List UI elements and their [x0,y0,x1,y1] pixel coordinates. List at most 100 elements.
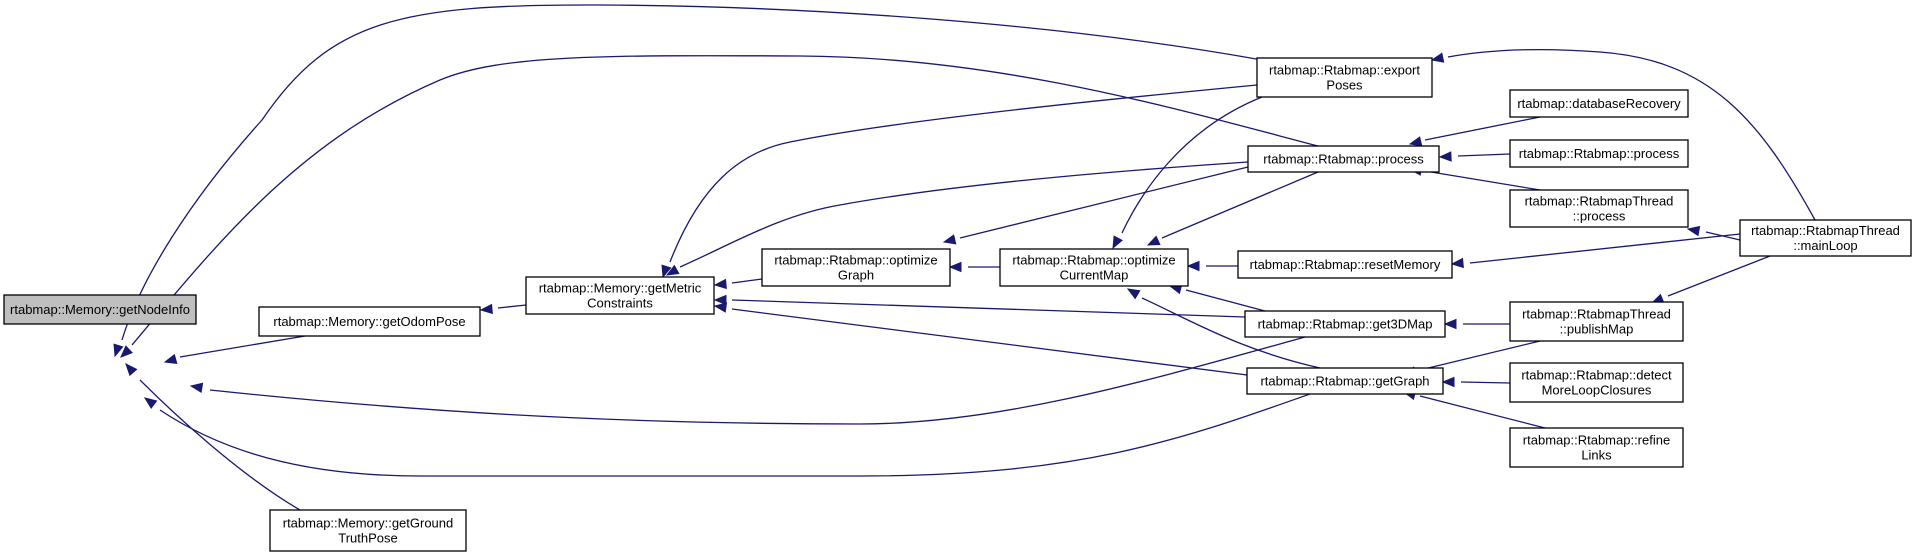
node-box[interactable] [761,248,951,287]
node-box[interactable] [1256,57,1433,98]
node-box[interactable] [1237,250,1453,279]
node-resetMemory[interactable]: rtabmap::Rtabmap::resetMemory [1237,250,1453,279]
edge-arrowhead [661,264,672,279]
edge-arrowhead [1443,318,1457,330]
edge-line [497,304,527,309]
node-mainLoop[interactable]: rtabmap::RtabmapThread::mainLoop [1739,219,1912,257]
node-box[interactable] [1509,362,1684,403]
edge-getGraph-to-getNodeInfo [143,393,1311,477]
node-box[interactable] [258,306,481,337]
node-label-line: CurrentMap [1060,268,1129,283]
edge-get3DMap-to-getMetricConstraints [713,294,1246,318]
edge-arrowhead [713,294,727,306]
node-label-line: rtabmap::RtabmapThread [1522,307,1671,322]
edge-arrowhead [1408,136,1423,147]
edge-line [1185,289,1266,312]
node-box[interactable] [1246,367,1444,395]
node-process[interactable]: rtabmap::Rtabmap::process [1247,145,1440,173]
edge-arrowhead [1112,235,1123,250]
node-box[interactable] [3,294,197,325]
edge-arrowhead [713,278,727,290]
node-getGraph[interactable]: rtabmap::Rtabmap::getGraph [1246,367,1444,395]
edge-arrowhead [143,397,158,410]
node-box[interactable] [999,248,1189,287]
node-box[interactable] [1509,139,1689,168]
edge-publishMap-to-get3DMap [1443,318,1510,330]
node-get3DMap[interactable]: rtabmap::Rtabmap::get3DMap [1244,310,1446,338]
node-label-line: Constraints [587,296,653,311]
node-label-line: rtabmap::Rtabmap::optimize [1012,253,1175,268]
edge-getGraph-to-optimizeCurrentMap [1126,288,1321,369]
edge-getMetricConstraints-to-getOdomPose [479,303,527,315]
edge-process-to-optimizeCurrentMap [1146,171,1319,246]
node-label-line: rtabmap::Rtabmap::getGraph [1260,374,1429,389]
node-databaseRecovery[interactable]: rtabmap::databaseRecovery [1509,89,1689,118]
edge-line [121,4,1263,341]
edge-arrowhead [1450,257,1464,269]
node-box[interactable] [269,509,467,552]
edge-arrowhead [189,382,204,393]
edge-line [1419,340,1541,371]
node-box[interactable] [1509,89,1689,118]
node-getNodeInfo[interactable]: rtabmap::Memory::getNodeInfo [3,294,197,325]
node-box[interactable] [1247,145,1440,173]
edge-arrowhead [942,234,957,245]
node-process2[interactable]: rtabmap::Rtabmap::process [1509,139,1689,168]
node-label-line: rtabmap::RtabmapThread [1525,194,1674,209]
edge-line [1141,297,1321,369]
edge-line [959,166,1249,239]
edge-line [1667,255,1771,297]
edge-arrowhead [1441,376,1455,388]
node-box[interactable] [1509,427,1684,468]
node-label-line: rtabmap::Rtabmap::process [1263,152,1424,167]
edge-line [159,393,1311,477]
edge-getGroundTruthPose-to-getNodeInfo [125,363,301,511]
edge-line [1424,170,1541,191]
node-label-line: ::process [1573,209,1626,224]
edge-line [1424,116,1541,141]
node-box[interactable] [1244,310,1446,338]
edge-optimizeCurrentMap-to-optimizeGraph [948,261,1000,273]
edge-mainLoop-to-threadProcess [1686,225,1741,241]
edge-arrowhead [163,353,178,364]
node-threadProcess[interactable]: rtabmap::RtabmapThread::process [1509,189,1689,228]
node-box[interactable] [1739,219,1912,257]
node-label-line: rtabmap::Memory::getOdomPose [273,314,465,329]
node-label-line: rtabmap::RtabmapThread [1751,223,1900,238]
edge-getGraph-to-getMetricConstraints [713,302,1248,376]
node-label-line: rtabmap::Rtabmap::export [1269,63,1420,78]
edge-exportPoses-to-getMetricConstraints [661,84,1258,279]
edge-arrowhead [1186,260,1200,272]
node-box[interactable] [1509,189,1689,228]
node-box[interactable] [525,276,715,315]
node-label-line: rtabmap::Memory::getMetric [539,281,702,296]
edge-line [139,379,301,511]
edge-line [679,161,1249,268]
edge-get3DMap-to-getNodeInfo [189,336,1306,425]
node-getOdomPose[interactable]: rtabmap::Memory::getOdomPose [258,306,481,337]
edge-line [1121,96,1263,234]
edge-arrowhead [1686,225,1701,237]
edge-line [1469,233,1741,264]
edge-line [1419,395,1546,429]
edge-line [179,335,306,358]
node-publishMap[interactable]: rtabmap::RtabmapThread::publishMap [1509,301,1684,342]
edge-arrowhead [125,363,138,377]
node-box[interactable] [1509,301,1684,342]
edge-get3DMap-to-optimizeCurrentMap [1168,283,1266,312]
edge-line [731,299,1246,318]
node-label-line: rtabmap::Rtabmap::refine [1523,433,1670,448]
edge-arrowhead [479,303,493,315]
edge-line [1705,231,1741,241]
edge-line [1460,381,1511,384]
edges-layer [113,4,1816,511]
edge-arrowhead [665,264,680,276]
